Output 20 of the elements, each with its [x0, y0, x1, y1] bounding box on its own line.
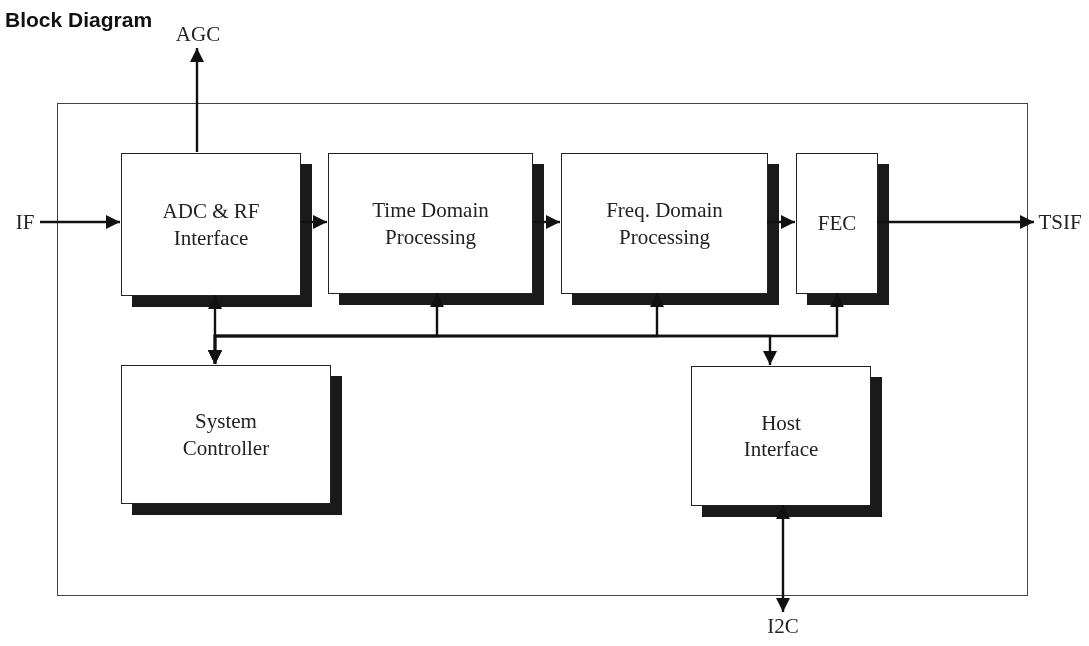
arrow	[532, 214, 560, 230]
block-label: Time Domain Processing	[371, 197, 490, 250]
arrow	[40, 214, 120, 230]
diagram-title: Block Diagram	[5, 8, 153, 32]
outline-frame	[57, 103, 1028, 596]
signal-label: I2C	[758, 612, 808, 640]
signal-label: IF	[10, 208, 40, 236]
block-label: FEC	[816, 210, 858, 237]
arrow	[775, 505, 791, 612]
signal-label: AGC	[170, 20, 226, 48]
arrow	[767, 214, 795, 230]
block-label: Host Interface	[742, 409, 820, 463]
arrow	[877, 214, 1034, 230]
block-label: System Controller	[181, 408, 271, 461]
arrow	[207, 334, 778, 365]
signal-label: TSIF	[1034, 208, 1086, 236]
block-label: ADC & RF Interface	[161, 198, 261, 251]
block-label: Freq. Domain Processing	[605, 197, 724, 250]
arrow	[300, 214, 327, 230]
arrow	[189, 48, 205, 152]
